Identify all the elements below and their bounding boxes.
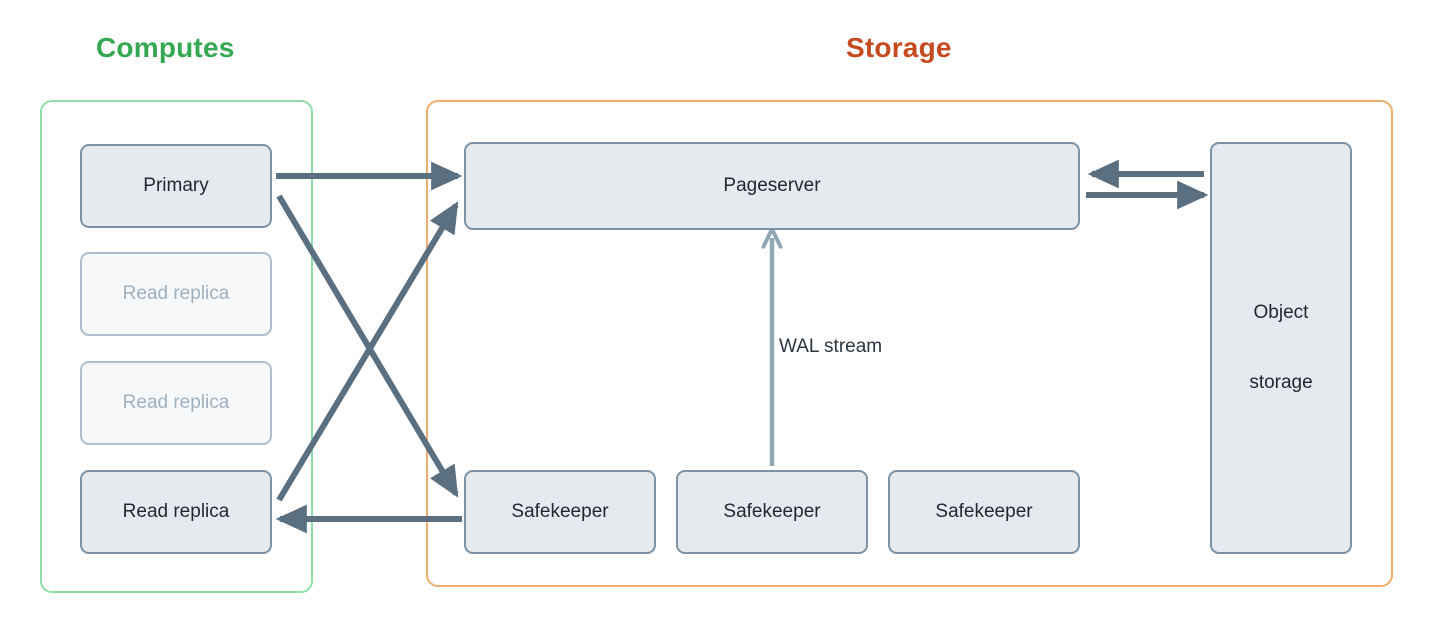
node-object-storage[interactable]: Object storage [1210, 142, 1352, 554]
node-safekeeper-3-label: Safekeeper [935, 501, 1033, 523]
node-read-replica-2[interactable]: Read replica [80, 361, 272, 445]
node-object-storage-label-line1: Object [1253, 302, 1309, 324]
node-safekeeper-3[interactable]: Safekeeper [888, 470, 1080, 554]
node-read-replica-2-label: Read replica [122, 392, 230, 414]
node-safekeeper-1[interactable]: Safekeeper [464, 470, 656, 554]
node-safekeeper-2-label: Safekeeper [723, 501, 821, 523]
edge-label-wal-stream: WAL stream [779, 336, 883, 357]
group-title-storage: Storage [846, 32, 952, 63]
node-read-replica-1[interactable]: Read replica [80, 252, 272, 336]
node-object-storage-label-line2: storage [1249, 372, 1313, 393]
node-pageserver-label: Pageserver [723, 175, 821, 197]
node-safekeeper-1-label: Safekeeper [511, 501, 609, 523]
node-primary[interactable]: Primary [80, 144, 272, 228]
node-read-replica-1-label: Read replica [122, 283, 230, 305]
node-primary-label: Primary [143, 175, 209, 197]
node-read-replica-3[interactable]: Read replica [80, 470, 272, 554]
node-pageserver[interactable]: Pageserver [464, 142, 1080, 230]
node-safekeeper-2[interactable]: Safekeeper [676, 470, 868, 554]
group-title-computes: Computes [96, 32, 235, 63]
node-read-replica-3-label: Read replica [122, 501, 230, 523]
